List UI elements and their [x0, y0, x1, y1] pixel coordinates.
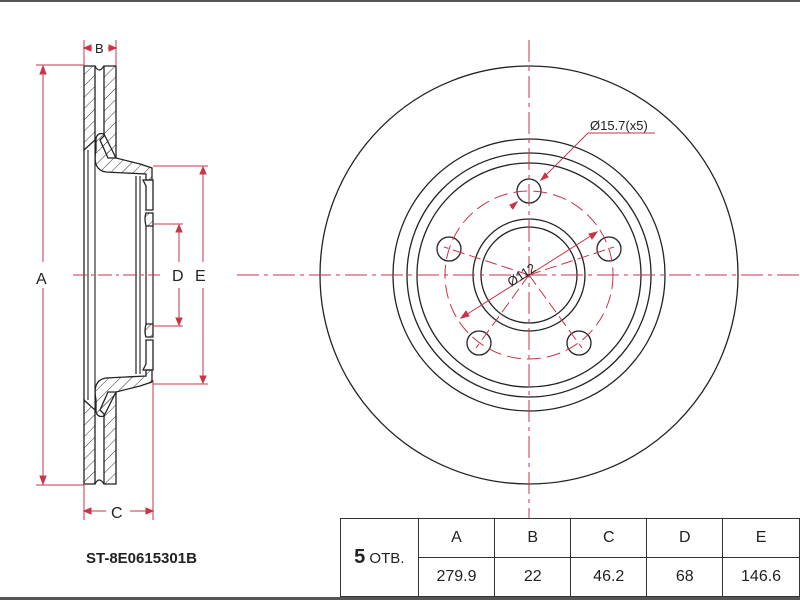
value-e: 146.6 — [722, 557, 800, 597]
dim-label-d: D — [172, 268, 184, 285]
bolt-hole — [596, 236, 622, 262]
spec-table: 5 ОТВ. A B C D E 279.9 22 46.2 68 146.6 — [340, 518, 800, 597]
hole-diameter-callout: Ø15.7(x5) — [590, 118, 648, 133]
dim-label-a: A — [36, 271, 47, 288]
header-d: D — [646, 518, 724, 558]
header-b: B — [494, 518, 572, 558]
holes-cell: 5 ОТВ. — [340, 518, 419, 597]
dim-label-e: E — [195, 268, 206, 285]
bottom-border — [0, 597, 800, 600]
side-section-view — [83, 65, 154, 485]
bolt-hole — [466, 330, 492, 356]
value-d: 68 — [646, 557, 724, 597]
bolt-hole — [566, 330, 592, 356]
side-view-dimensions — [36, 40, 208, 520]
header-c: C — [570, 518, 648, 558]
top-border — [0, 0, 800, 2]
front-view-dimensions — [237, 40, 800, 518]
header-e: E — [722, 518, 800, 558]
header-a: A — [417, 518, 496, 558]
value-a: 279.9 — [417, 557, 496, 597]
holes-count: 5 — [354, 546, 366, 568]
part-number: ST-8E0615301B — [86, 550, 197, 567]
bolt-hole — [436, 236, 462, 262]
value-c: 46.2 — [570, 557, 648, 597]
value-b: 22 — [494, 557, 572, 597]
holes-label: ОТВ. — [369, 550, 405, 567]
dim-label-c: C — [111, 505, 123, 522]
bolt-circle-callout: Ø112 — [504, 260, 538, 289]
dim-label-b: B — [95, 41, 104, 56]
